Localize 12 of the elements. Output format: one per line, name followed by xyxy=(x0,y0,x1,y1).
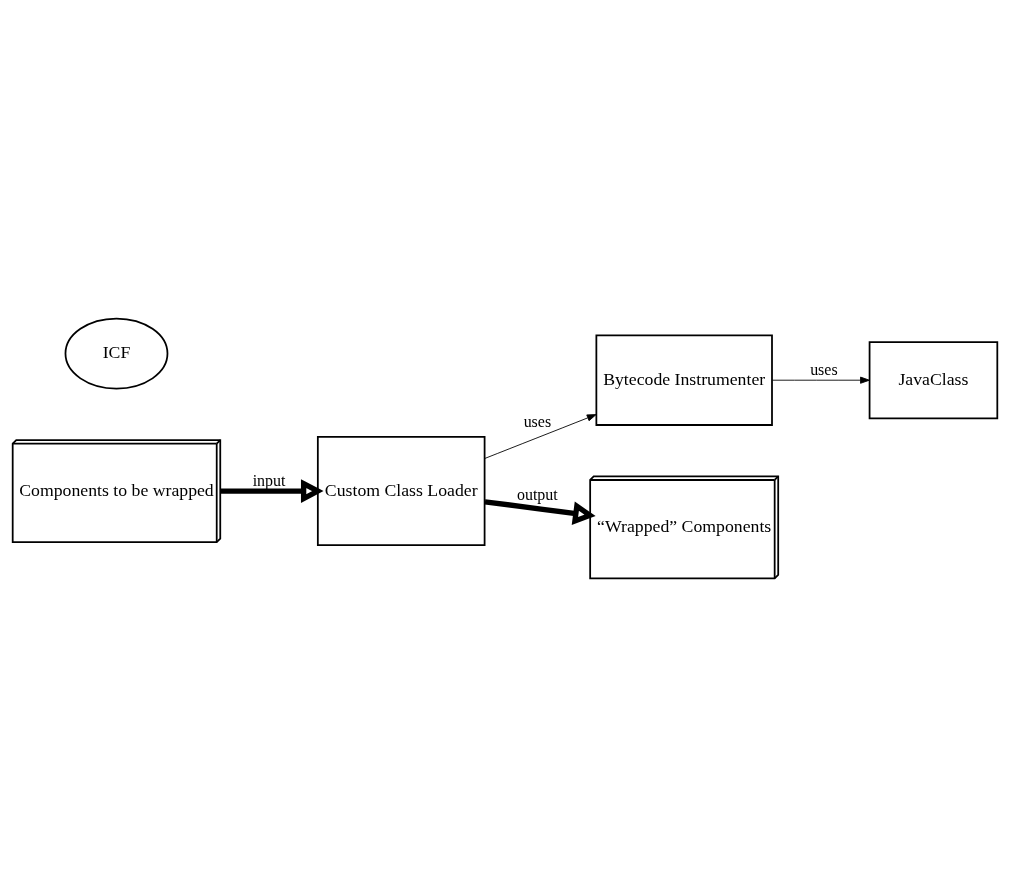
node-ellipse: ICF xyxy=(64,317,169,389)
arrow xyxy=(220,478,324,503)
arrow xyxy=(484,498,596,525)
arrow xyxy=(484,413,597,459)
node-box: JavaClass xyxy=(868,340,999,419)
edge-label: input xyxy=(252,471,286,489)
edge-label: uses xyxy=(810,360,838,378)
edge-label: uses xyxy=(523,412,552,430)
node-box: Custom Class Loader xyxy=(316,435,486,546)
arrow xyxy=(771,376,870,384)
node-box: Bytecode Instrumenter xyxy=(595,334,773,426)
edge-label: output xyxy=(516,485,558,503)
